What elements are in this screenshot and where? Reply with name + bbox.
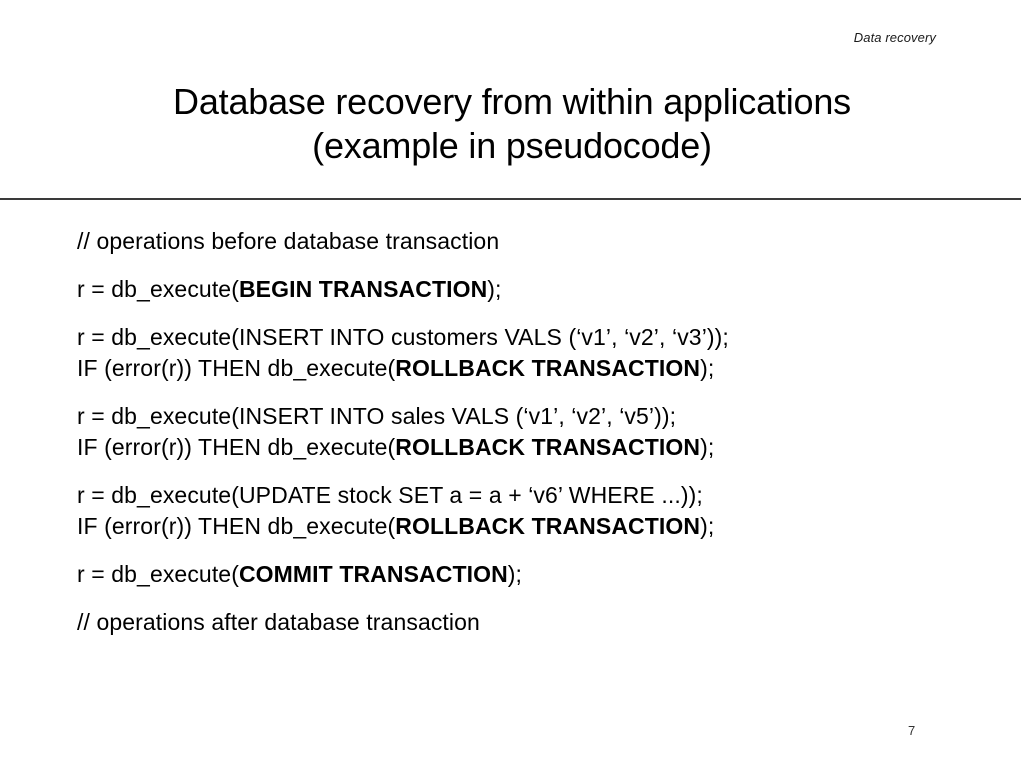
code-text: // operations after database transaction [77,609,480,635]
code-text: r = db_execute(INSERT INTO customers VAL… [77,324,729,350]
code-text: IF (error(r)) THEN db_execute( [77,434,396,460]
code-line: IF (error(r)) THEN db_execute(ROLLBACK T… [77,432,977,463]
code-line: r = db_execute(INSERT INTO customers VAL… [77,322,977,353]
code-text: IF (error(r)) THEN db_execute( [77,355,396,381]
code-line: r = db_execute(COMMIT TRANSACTION); [77,559,977,590]
code-line: r = db_execute(INSERT INTO sales VALS (‘… [77,401,977,432]
code-block: r = db_execute(COMMIT TRANSACTION); [77,559,977,590]
page-number: 7 [908,723,916,738]
code-text: r = db_execute( [77,276,239,302]
code-text: ); [700,513,715,539]
code-block: r = db_execute(UPDATE stock SET a = a + … [77,480,977,542]
sql-keyword: ROLLBACK TRANSACTION [395,355,701,381]
slide-running-header: Data recovery [853,30,936,45]
sql-keyword: COMMIT TRANSACTION [238,561,508,587]
code-line: r = db_execute(UPDATE stock SET a = a + … [77,480,977,511]
code-text: // operations before database transactio… [77,228,500,254]
code-text: IF (error(r)) THEN db_execute( [77,513,396,539]
code-line: // operations before database transactio… [77,226,977,257]
sql-keyword: ROLLBACK TRANSACTION [395,434,701,460]
code-block: // operations after database transaction [77,607,977,638]
code-text: r = db_execute(INSERT INTO sales VALS (‘… [77,403,677,429]
code-text: r = db_execute(UPDATE stock SET a = a + … [77,482,703,508]
code-line: IF (error(r)) THEN db_execute(ROLLBACK T… [77,511,977,542]
code-text: ); [507,561,523,587]
pseudocode-body: // operations before database transactio… [77,226,977,638]
page-title-line-2: (example in pseudocode) [312,125,712,166]
page-title: Database recovery from within applicatio… [0,80,1024,168]
sql-keyword: ROLLBACK TRANSACTION [395,513,701,539]
title-divider [0,198,1021,200]
code-line: // operations after database transaction [77,607,977,638]
code-block: // operations before database transactio… [77,226,977,257]
sql-keyword: BEGIN TRANSACTION [238,276,488,302]
code-text: r = db_execute( [77,561,239,587]
code-line: r = db_execute(BEGIN TRANSACTION); [77,274,977,305]
code-text: ); [700,355,715,381]
code-text: ); [487,276,502,302]
code-line: IF (error(r)) THEN db_execute(ROLLBACK T… [77,353,977,384]
code-text: ); [700,434,715,460]
page-title-line-1: Database recovery from within applicatio… [173,81,851,122]
code-block: r = db_execute(INSERT INTO sales VALS (‘… [77,401,977,463]
code-block: r = db_execute(BEGIN TRANSACTION); [77,274,977,305]
code-block: r = db_execute(INSERT INTO customers VAL… [77,322,977,384]
